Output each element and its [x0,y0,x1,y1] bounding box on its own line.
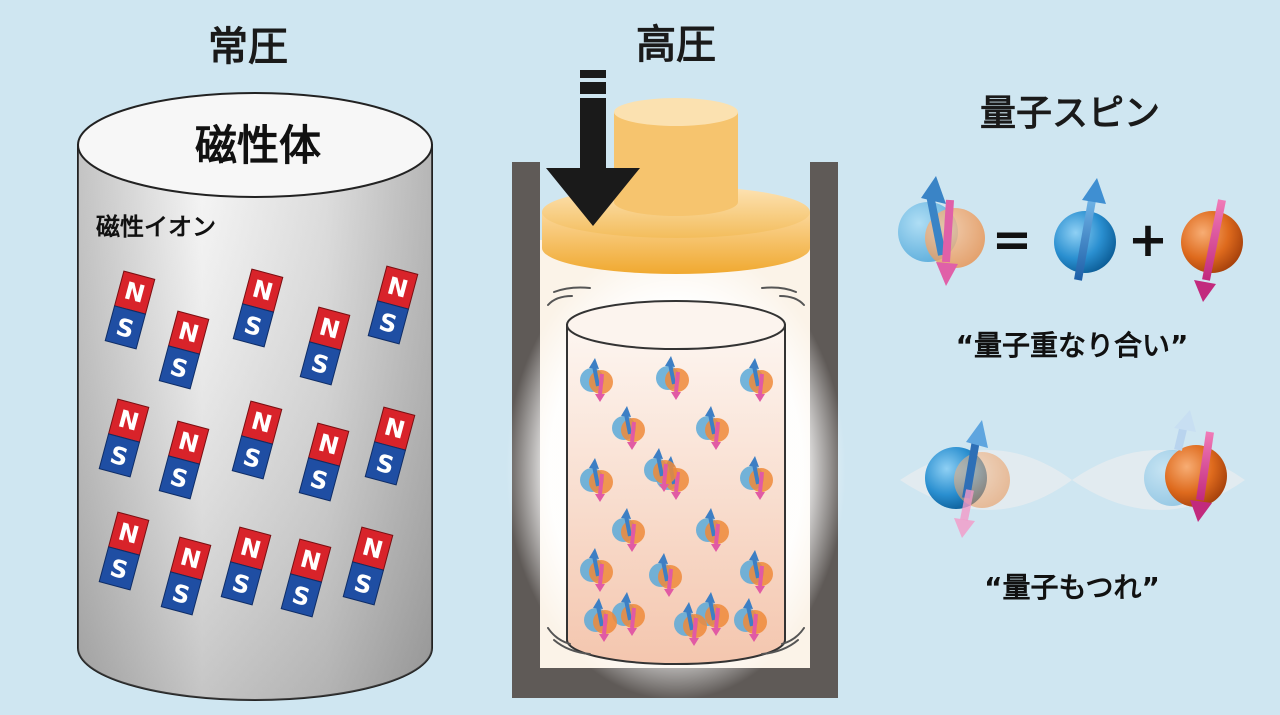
magnet-south-label: S [229,569,253,601]
bar-magnet: NS [280,538,332,618]
magnet-south-label: S [167,463,191,495]
spin-particle [612,508,645,552]
pressure-arrow [546,70,640,226]
spin-particle [734,598,767,642]
entanglement-label: “量子もつれ” [984,571,1160,604]
ion-label: 磁性イオン [96,213,216,241]
entangled-spin-right [1144,410,1227,522]
spin-particle [656,356,689,400]
bar-magnet: NS [160,536,212,616]
spin-particle [644,448,677,492]
bar-magnet: NS [231,400,283,480]
bar-magnet: NS [364,406,416,486]
magnet-south-label: S [169,579,193,611]
magnet-south-label: S [167,353,191,385]
equals-sign: = [992,212,1032,268]
bar-magnet: NS [342,526,394,606]
right-panel: 量子スピン = + “量子重なり合い” [898,93,1245,604]
entangled-spin-left [925,420,1010,538]
bar-magnet: NS [220,526,272,606]
bar-magnet: NS [158,310,210,390]
spin-particle [580,458,613,502]
magnet-south-label: S [113,313,137,345]
spin-particle [740,358,773,402]
magnet-south-label: S [107,441,131,473]
spin-particle [612,406,645,450]
bar-magnet: NS [158,420,210,500]
spin-particle [584,598,617,642]
magnet-south-label: S [107,554,131,586]
magnetic-body-cylinder [77,92,433,701]
middle-title: 高圧 [636,22,716,68]
magnet-south-label: S [373,449,397,481]
spin-particle [740,550,773,594]
bar-magnet: NS [299,306,351,386]
cylinder-label: 磁性体 [195,121,321,170]
spin-particle [612,592,645,636]
magnet-south-label: S [241,311,265,343]
spin-particle [580,548,613,592]
middle-panel: 高圧 [506,22,846,700]
right-title: 量子スピン [980,93,1160,134]
vibration-marks [547,286,805,655]
cylinder-top [77,92,433,198]
magnet-south-label: S [240,443,264,475]
spin-particle [580,358,613,402]
magnet-south-label: S [307,465,331,497]
magnet-south-label: S [308,349,332,381]
bar-magnet: NS [232,268,284,348]
bar-magnet: NS [98,398,150,478]
spin-particle [649,553,682,597]
spin-up-ball [1054,178,1116,281]
left-title: 常圧 [208,24,288,70]
bar-magnet: NS [298,422,350,502]
magnet-south-label: S [289,581,313,613]
spin-particle [674,602,707,646]
spin-particle [696,508,729,552]
magnet-south-label: S [351,569,375,601]
spin-particle [696,406,729,450]
magnet-south-label: S [376,308,400,340]
spin-down-ball [1181,199,1243,302]
bar-magnet: NS [104,270,156,350]
spin-particles [580,356,773,646]
bar-magnet: NS [367,265,419,345]
superposition-label: “量子重なり合い” [956,329,1189,362]
plus-sign: + [1128,212,1168,268]
spin-particle [740,456,773,500]
superposed-spin [898,176,985,286]
bar-magnet: NS [98,511,150,591]
